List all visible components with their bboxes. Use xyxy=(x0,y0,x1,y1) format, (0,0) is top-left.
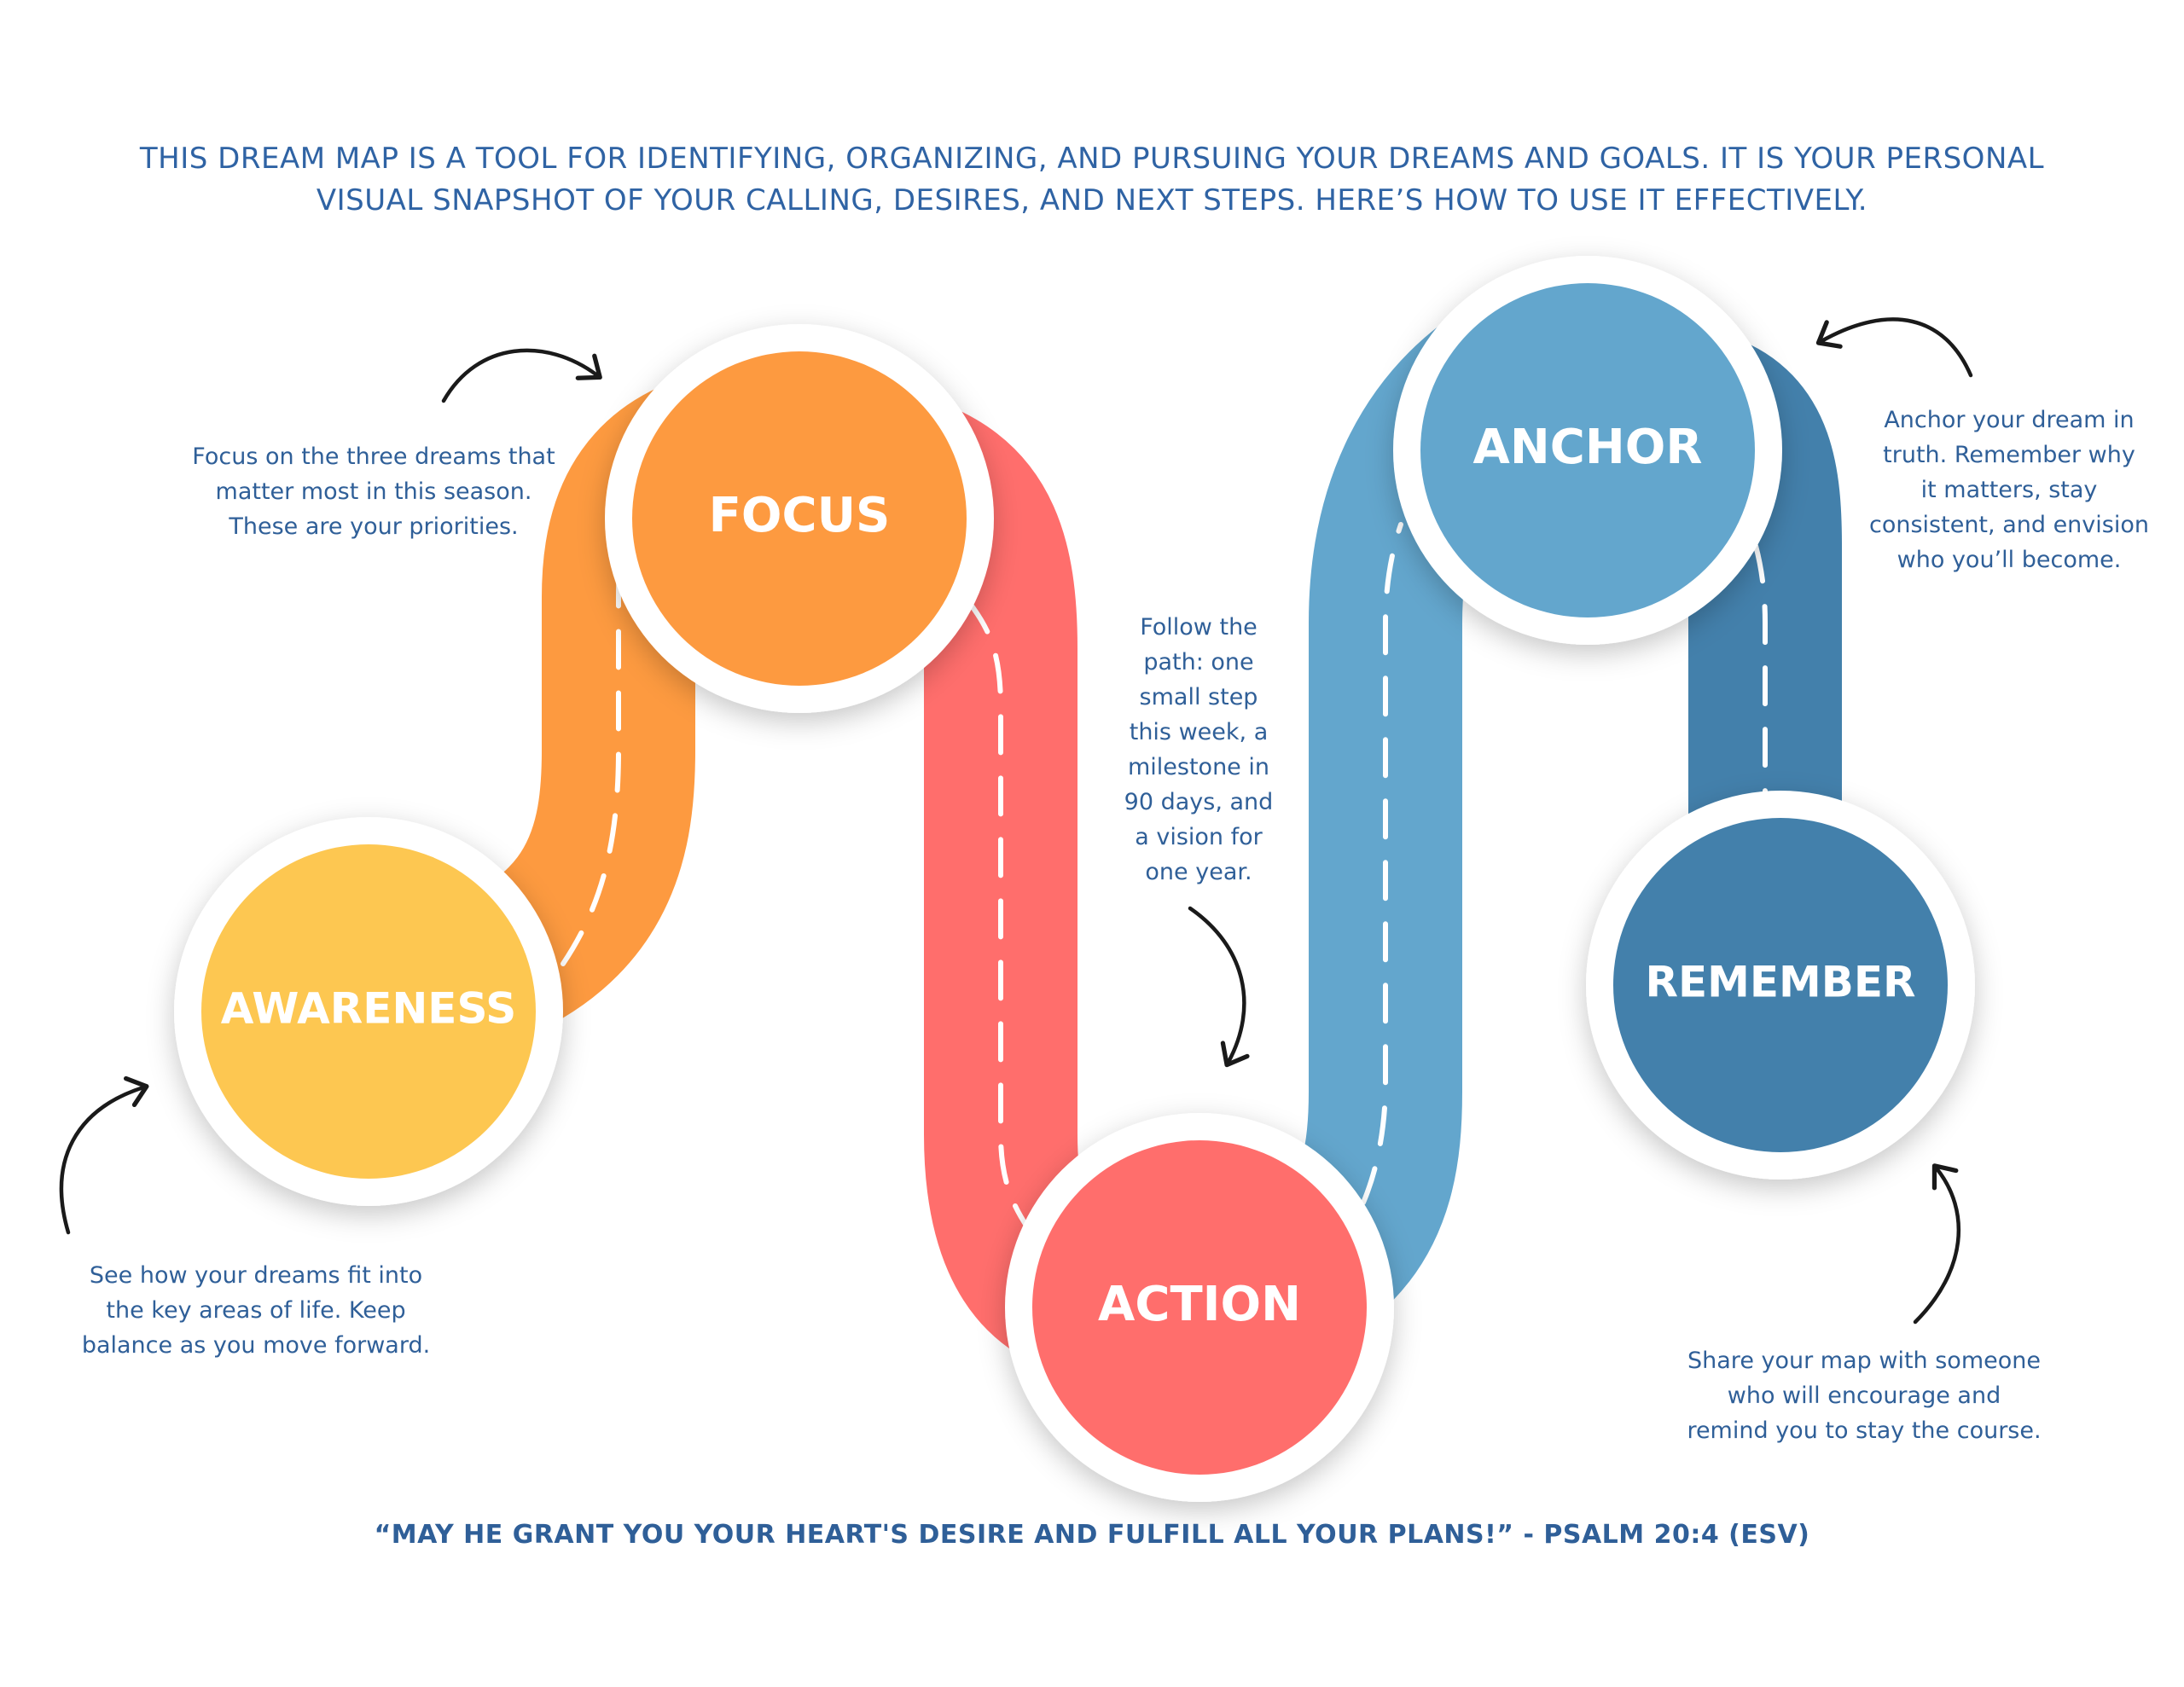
step-action: ACTION xyxy=(1005,1113,1394,1502)
scripture-quote: “MAY HE GRANT YOU YOUR HEART'S DESIRE AN… xyxy=(374,1520,1810,1550)
arrow-to-action-icon xyxy=(1188,906,1250,1068)
remember-description: Share your map with someone who will enc… xyxy=(1687,1348,2042,1444)
focus-circle xyxy=(632,351,967,686)
step-anchor: ANCHOR xyxy=(1393,256,1782,645)
intro-text: THIS DREAM MAP IS A TOOL FOR IDENTIFYING… xyxy=(139,142,2045,217)
step-focus: FOCUS xyxy=(605,324,994,713)
arrow-to-focus-icon xyxy=(441,348,602,403)
awareness-description: See how your dreams fit into the key are… xyxy=(81,1262,431,1359)
action-circle xyxy=(1032,1140,1367,1475)
remember-circle xyxy=(1613,818,1948,1152)
focus-label: FOCUS xyxy=(709,488,891,543)
arrow-to-anchor-icon xyxy=(1815,317,1973,378)
anchor-label: ANCHOR xyxy=(1473,420,1703,475)
action-label: ACTION xyxy=(1098,1277,1301,1332)
arrow-to-awareness-icon xyxy=(59,1075,149,1235)
step-awareness: AWARENESS xyxy=(174,817,563,1206)
remember-label: REMEMBER xyxy=(1645,958,1915,1007)
arrow-to-remember-icon xyxy=(1913,1163,1961,1325)
focus-description: Focus on the three dreams that matter mo… xyxy=(192,443,555,540)
anchor-description: Anchor your dream in truth. Remember why… xyxy=(1869,407,2149,573)
action-description: Follow the path: one small step this wee… xyxy=(1124,614,1274,885)
anchor-circle xyxy=(1420,283,1755,617)
awareness-label: AWARENESS xyxy=(221,984,516,1034)
awareness-circle xyxy=(201,844,536,1179)
step-remember: REMEMBER xyxy=(1586,791,1975,1180)
